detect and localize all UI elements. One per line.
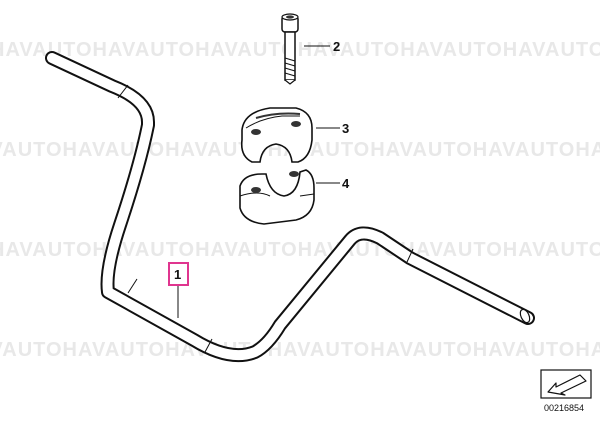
watermark-row-3: HAVAUTOHAVAUTOHAVAUTOHAVAUTOHAVAUTOHAVAU… [0, 239, 600, 261]
callout-part-2: 2 [333, 39, 340, 54]
handlebar [45, 51, 535, 363]
upper-clamp [240, 107, 313, 163]
callout-part-4: 4 [342, 176, 350, 191]
watermark-row-1: HAVAUTOHAVAUTOHAVAUTOHAVAUTOHAVAUTOHAVAU… [0, 39, 600, 61]
diagram-id: 00216854 [544, 403, 584, 413]
leader-lines [177, 45, 340, 318]
watermark-row-4: HAVAUTOHAVAUTOHAVAUTOHAVAUTOHAVAUTOHAVAU… [0, 339, 600, 361]
lower-clamp [239, 169, 315, 225]
callout-part-1: 1 [174, 267, 181, 282]
callout-part-3: 3 [342, 121, 349, 136]
bolt [281, 13, 299, 85]
callout-part-1-box: 1 [168, 262, 189, 286]
arrow-left-down-icon [540, 369, 592, 399]
